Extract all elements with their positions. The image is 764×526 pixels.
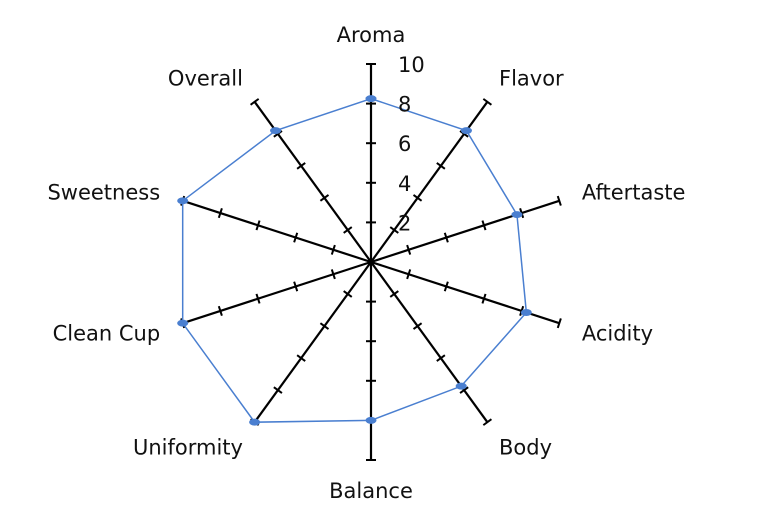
data-point-flavor xyxy=(460,127,472,135)
axis-tick xyxy=(217,207,223,219)
axis-tick xyxy=(249,98,260,106)
series-line xyxy=(181,97,528,423)
axis-tick xyxy=(481,220,487,231)
axis-line-flavor xyxy=(370,101,489,263)
data-point-aftertaste xyxy=(511,211,523,219)
series-group xyxy=(177,95,532,426)
axis-tick xyxy=(412,322,423,330)
axes-group xyxy=(180,63,562,461)
axis-tick xyxy=(293,232,299,243)
data-point-uniformity xyxy=(249,418,261,426)
axis-line-clean-cup xyxy=(182,260,372,325)
axis-line-uniformity xyxy=(253,261,372,423)
axis-tick xyxy=(436,162,446,170)
radial-tick-label: 4 xyxy=(398,172,411,196)
radial-tick-label: 10 xyxy=(398,53,425,77)
axis-label: Uniformity xyxy=(133,435,243,459)
axis-tick xyxy=(255,220,261,231)
axis-line-sweetness xyxy=(182,199,372,264)
axis-tick xyxy=(406,269,412,280)
data-point-clean-cup xyxy=(177,319,189,327)
axis-line-overall xyxy=(253,101,372,263)
axis-tick xyxy=(296,162,306,170)
data-point-aroma xyxy=(365,95,377,103)
data-point-overall xyxy=(270,127,282,135)
axis-label: Flavor xyxy=(499,67,564,91)
axis-label: Aroma xyxy=(337,23,406,47)
axis-tick xyxy=(406,244,412,255)
axis-label: Overall xyxy=(168,67,243,91)
axis-label: Balance xyxy=(329,479,413,503)
axis-label: Aftertaste xyxy=(582,181,686,205)
radial-tick-labels: 2 4 6 8 10 xyxy=(398,53,425,235)
axis-tick xyxy=(319,322,330,330)
axis-line-aftertaste xyxy=(370,199,560,264)
axis-tick xyxy=(296,354,306,362)
axis-tick xyxy=(412,194,423,202)
axis-label: Acidity xyxy=(582,321,653,345)
axis-tick xyxy=(482,98,493,106)
axis-tick xyxy=(389,290,399,298)
axis-tick xyxy=(443,281,449,292)
axis-tick xyxy=(330,269,336,280)
axis-tick xyxy=(481,293,487,304)
data-point-sweetness xyxy=(177,197,189,205)
data-point-balance xyxy=(365,416,377,424)
axis-tick xyxy=(443,232,449,243)
axis-tick xyxy=(556,195,562,206)
axis-tick xyxy=(273,386,283,394)
radial-tick-label: 8 xyxy=(398,93,411,117)
axis-label: Clean Cup xyxy=(53,321,161,345)
axis-tick xyxy=(459,386,469,394)
data-point-acidity xyxy=(520,308,532,316)
axis-tick xyxy=(217,305,223,317)
radial-tick-label: 6 xyxy=(398,132,411,156)
axis-tick xyxy=(343,290,353,298)
axis-tick xyxy=(556,318,562,329)
axis-tick xyxy=(319,194,330,202)
axis-label: Body xyxy=(499,435,552,459)
axis-tick xyxy=(482,418,493,426)
axis-tick xyxy=(436,354,446,362)
data-point-body xyxy=(455,382,467,390)
axis-tick xyxy=(389,226,399,234)
axis-tick xyxy=(343,226,353,234)
axis-tick xyxy=(330,244,336,255)
axis-label: Sweetness xyxy=(47,181,160,205)
axis-line-body xyxy=(370,261,489,423)
axis-tick xyxy=(255,293,261,304)
radial-tick-label: 2 xyxy=(398,211,411,235)
axis-tick xyxy=(293,281,299,292)
